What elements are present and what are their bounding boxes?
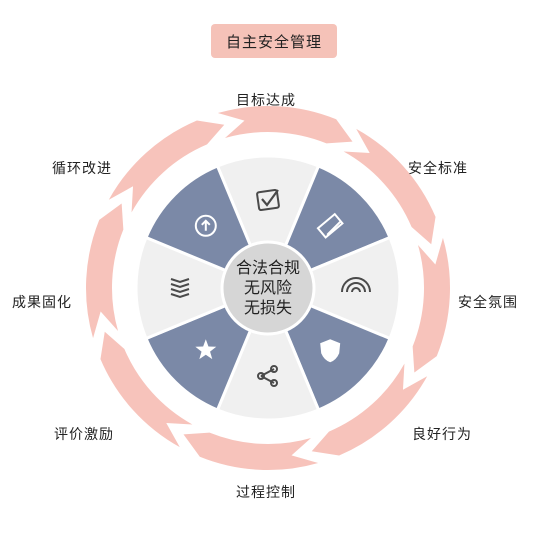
shield-icon: [320, 339, 341, 363]
center-text: 合法合规 无风险 无损失: [218, 258, 318, 318]
stage-label-atmosphere: 安全氛围: [458, 295, 518, 311]
stage-label-incentive: 评价激励: [54, 427, 114, 443]
stage-label-standard: 安全标准: [408, 161, 468, 177]
ring-arrow-segment: [343, 128, 436, 245]
ring-arrow-segment: [100, 331, 193, 448]
ring-arrow-segment: [412, 237, 450, 373]
diagram-title-text: 自主安全管理: [225, 32, 322, 51]
checkbox-icon: [256, 188, 280, 212]
ruler-pencil-icon: [316, 212, 344, 239]
star-icon: [195, 339, 217, 360]
share-nodes-icon: [257, 365, 278, 387]
stage-label-improvement: 循环改进: [52, 161, 112, 177]
center-line-3: 无损失: [243, 298, 292, 317]
ring-arrow-segment: [108, 120, 225, 213]
ring-arrow-segment: [217, 105, 353, 144]
inner-wheel: [134, 154, 402, 422]
stage-label-behavior: 良好行为: [412, 427, 472, 443]
stack-layers-icon: [170, 278, 190, 299]
ring-arrow-segment: [311, 363, 428, 456]
center-disc: [220, 240, 316, 336]
signal-waves-icon: [341, 277, 371, 293]
stage-label-process: 过程控制: [236, 485, 296, 501]
center-line-2: 无风险: [243, 278, 292, 297]
outer-ring: [86, 105, 450, 470]
ring-arrow-segment: [183, 432, 319, 470]
stage-label-consolidation: 成果固化: [12, 295, 72, 311]
upload-circle-icon: [194, 214, 217, 237]
segment-icons: [170, 188, 371, 387]
stage-label-goal: 目标达成: [236, 93, 296, 109]
center-line-1: 合法合规: [235, 258, 300, 277]
diagram-title: 自主安全管理: [211, 24, 337, 58]
ring-arrow-segment: [86, 203, 124, 339]
